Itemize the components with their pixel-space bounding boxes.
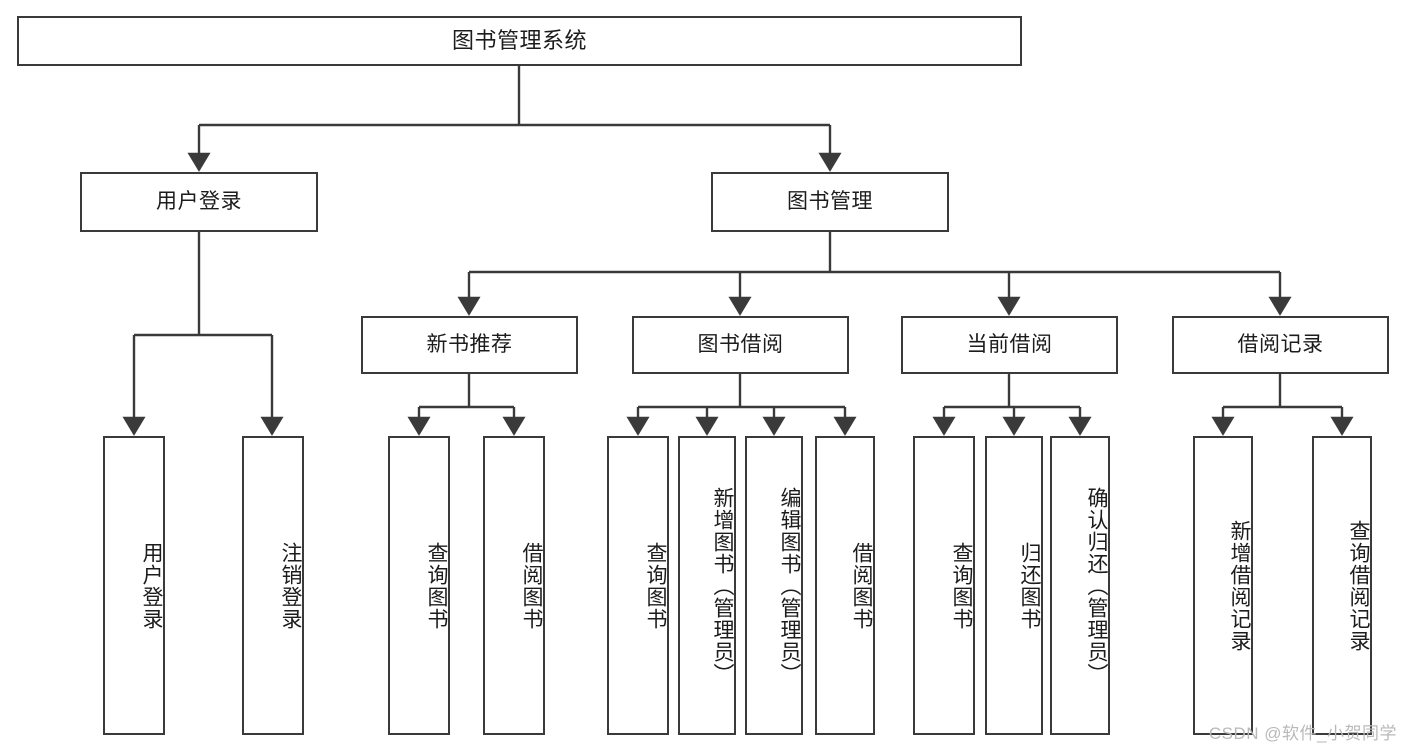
leaf-record-query-borrow-record-label: 查询借阅记录 bbox=[1347, 519, 1370, 652]
leaf-borrow-edit-book-admin[interactable]: 编辑图书（管理员） bbox=[745, 436, 803, 735]
node-new-book-recommend-label: 新书推荐 bbox=[426, 332, 513, 356]
leaf-current-query-book[interactable]: 查询图书 bbox=[913, 436, 975, 735]
node-user-login-module-label: 用户登录 bbox=[156, 189, 242, 213]
node-root[interactable]: 图书管理系统 bbox=[17, 16, 1022, 66]
node-book-borrow-label: 图书借阅 bbox=[697, 332, 784, 356]
leaf-record-add-borrow-record[interactable]: 新增借阅记录 bbox=[1193, 436, 1253, 735]
leaf-current-return-book-label: 归还图书 bbox=[1018, 541, 1041, 630]
leaf-user-logout-label: 注销登录 bbox=[279, 541, 302, 630]
leaf-borrow-query-book[interactable]: 查询图书 bbox=[607, 436, 669, 735]
node-borrow-record[interactable]: 借阅记录 bbox=[1172, 316, 1389, 374]
leaf-borrow-edit-book-admin-label: 编辑图书（管理员） bbox=[778, 486, 801, 685]
leaf-record-add-borrow-record-label: 新增借阅记录 bbox=[1228, 519, 1251, 652]
node-current-borrow[interactable]: 当前借阅 bbox=[901, 316, 1118, 374]
leaf-current-query-book-label: 查询图书 bbox=[950, 541, 973, 630]
leaf-newbook-query-book-label: 查询图书 bbox=[425, 541, 448, 630]
node-user-login-module[interactable]: 用户登录 bbox=[80, 172, 318, 232]
node-borrow-record-label: 借阅记录 bbox=[1237, 332, 1324, 356]
leaf-borrow-lend-book-label: 借阅图书 bbox=[850, 541, 873, 630]
leaf-borrow-add-book-admin-label: 新增图书（管理员） bbox=[711, 486, 734, 685]
node-new-book-recommend[interactable]: 新书推荐 bbox=[361, 316, 578, 374]
node-book-management-module[interactable]: 图书管理 bbox=[711, 172, 949, 232]
leaf-current-return-book[interactable]: 归还图书 bbox=[985, 436, 1043, 735]
node-book-borrow[interactable]: 图书借阅 bbox=[632, 316, 849, 374]
leaf-borrow-query-book-label: 查询图书 bbox=[644, 541, 667, 630]
node-root-label: 图书管理系统 bbox=[451, 28, 587, 54]
watermark: CSDN @软件_小贺同学 bbox=[1208, 724, 1397, 743]
leaf-user-logout[interactable]: 注销登录 bbox=[242, 436, 304, 735]
leaf-newbook-query-book[interactable]: 查询图书 bbox=[388, 436, 450, 735]
leaf-current-confirm-return-admin[interactable]: 确认归还（管理员） bbox=[1050, 436, 1110, 735]
leaf-user-login-label: 用户登录 bbox=[140, 541, 163, 630]
leaf-user-login[interactable]: 用户登录 bbox=[103, 436, 165, 735]
leaf-borrow-add-book-admin[interactable]: 新增图书（管理员） bbox=[678, 436, 736, 735]
leaf-newbook-borrow-book[interactable]: 借阅图书 bbox=[483, 436, 545, 735]
leaf-borrow-lend-book[interactable]: 借阅图书 bbox=[815, 436, 875, 735]
node-current-borrow-label: 当前借阅 bbox=[966, 332, 1053, 356]
leaf-newbook-borrow-book-label: 借阅图书 bbox=[520, 541, 543, 630]
leaf-record-query-borrow-record[interactable]: 查询借阅记录 bbox=[1312, 436, 1372, 735]
node-book-management-module-label: 图书管理 bbox=[787, 189, 873, 213]
leaf-current-confirm-return-admin-label: 确认归还（管理员） bbox=[1085, 486, 1108, 685]
